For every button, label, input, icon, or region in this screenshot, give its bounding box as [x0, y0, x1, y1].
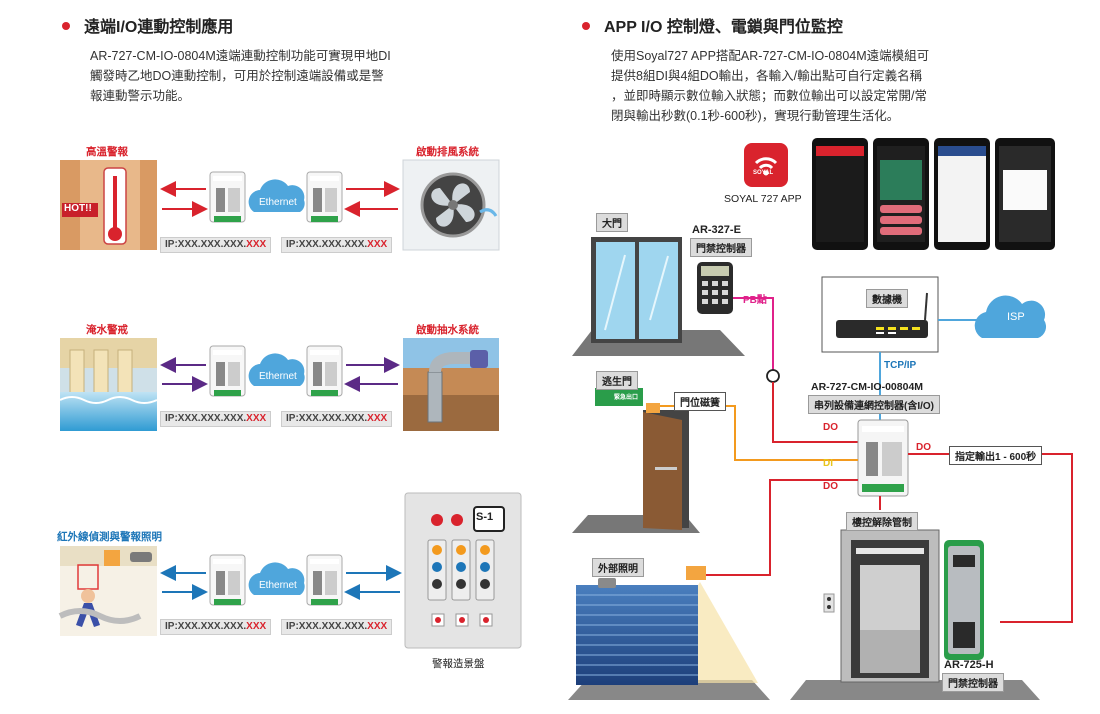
main-door-label: 大門	[596, 213, 628, 232]
row2-ip-left: IP:XXX.XXX.XXX.XXX	[160, 411, 272, 427]
ar725-model: AR-725-H	[944, 659, 994, 671]
pb-label: PB點	[743, 295, 767, 306]
controller-desc: 串列設備連網控制器(含I/O)	[808, 395, 940, 414]
row3-graphics	[58, 492, 522, 649]
row1-left-label: 高溫警報	[86, 146, 128, 158]
ip-suffix: XXX	[246, 413, 267, 424]
reader-model: AR-327-E	[692, 224, 741, 236]
right-desc-line: 閉與輸出秒數(0.1秒-600秒)，實現行動管理生活化。	[611, 109, 900, 123]
left-description: AR-727-CM-IO-0804M遠端連動控制功能可實現甲地DI 觸發時乙地D…	[90, 46, 391, 106]
ip-text: IP:XXX.XXX.XXX.	[286, 621, 368, 632]
row2-cloud-label: Ethernet	[259, 371, 297, 382]
left-controllers	[209, 171, 343, 606]
tcpip-label: TCP/IP	[884, 360, 917, 371]
outdoor-light-label: 外部照明	[592, 558, 644, 577]
pump-pipe-icon	[427, 371, 443, 423]
cloud-icons	[248, 179, 305, 595]
isp-label: ISP	[1007, 311, 1025, 323]
ar725-desc: 門禁控制器	[942, 673, 1004, 692]
ip-suffix: XXX	[367, 239, 388, 250]
ip-text: IP:XXX.XXX.XXX.	[165, 413, 247, 424]
row1-ip-left: IP:XXX.XXX.XXX.XXX	[160, 237, 272, 253]
right-section-title: APP I/O 控制燈、電鎖與門位監控	[582, 13, 843, 37]
exit-sign	[595, 388, 643, 406]
row1-right-label: 啟動排風系統	[416, 146, 479, 158]
right-description: 使用Soyal727 APP搭配AR-727-CM-IO-0804M遠端模組可 …	[611, 46, 929, 126]
left-title-text: 遠端I/O連動控制應用	[84, 19, 234, 36]
left-desc-line: AR-727-CM-IO-0804M遠端連動控制功能可實現甲地DI	[90, 49, 391, 63]
row2-right-label: 啟動抽水系統	[416, 324, 479, 336]
modem-label: 數據機	[866, 289, 908, 308]
ip-suffix: XXX	[246, 621, 267, 632]
exit-sign-text: 緊急出口	[614, 395, 639, 401]
signal-di: DI	[823, 458, 833, 469]
row1-graphics	[60, 159, 500, 251]
row3-ip-right: IP:XXX.XXX.XXX.XXX	[281, 619, 393, 635]
row2-graphics	[59, 338, 499, 431]
left-desc-line: 觸發時乙地DO連動控制，可用於控制遠端設備或是警	[90, 69, 384, 83]
bullet-icon	[582, 21, 590, 30]
escape-door-label: 逃生門	[596, 371, 638, 390]
output-time-label: 指定輸出1 - 600秒	[949, 446, 1043, 465]
escape-door	[643, 412, 682, 530]
controller-model: AR-727-CM-IO-00804M	[811, 381, 924, 393]
row3-ip-left: IP:XXX.XXX.XXX.XXX	[160, 619, 272, 635]
hot-text: HOT!!	[64, 203, 92, 214]
ip-text: IP:XXX.XXX.XXX.	[286, 239, 368, 250]
ip-suffix: XXX	[367, 621, 388, 632]
app-label: SOYAL 727 APP	[724, 193, 802, 205]
right-title-text: APP I/O 控制燈、電鎖與門位監控	[604, 19, 843, 36]
door-sensor-label: 門位磁簧	[674, 392, 726, 411]
panel-badge: S-1	[476, 511, 494, 523]
row2-left-label: 淹水警戒	[86, 324, 128, 336]
right-desc-line: 提供8組DI與4組DO輸出，各輸入/輸出點可自行定義名稱	[611, 69, 923, 83]
row3-left-label: 紅外線偵測與警報照明	[57, 531, 162, 543]
app-icon-text: SOYAL	[753, 170, 774, 176]
row3-cloud-label: Ethernet	[259, 580, 297, 591]
isp-cloud-icon	[974, 295, 1047, 338]
ip-suffix: XXX	[246, 239, 267, 250]
reader-desc: 門禁控制器	[690, 238, 752, 257]
ip-text: IP:XXX.XXX.XXX.	[165, 239, 247, 250]
row3-right-label: 警報造景盤	[432, 658, 485, 670]
ip-text: IP:XXX.XXX.XXX.	[165, 621, 247, 632]
signal-do-3: DO	[916, 442, 931, 453]
row1-ip-right: IP:XXX.XXX.XXX.XXX	[281, 237, 393, 253]
row1-cloud-label: Ethernet	[259, 197, 297, 208]
camera-icon	[130, 552, 152, 562]
elevator-label: 樓控解除管制	[846, 512, 918, 531]
left-desc-line: 報連動警示功能。	[90, 89, 191, 103]
ip-suffix: XXX	[367, 413, 388, 424]
bullet-icon	[62, 21, 70, 30]
signal-do-2: DO	[823, 481, 838, 492]
right-desc-line: ，並即時顯示數位輸入狀態；而數位輸出可以設定常開/常	[611, 89, 927, 103]
right-desc-line: 使用Soyal727 APP搭配AR-727-CM-IO-0804M遠端模組可	[611, 49, 930, 63]
phone-screens	[812, 138, 1055, 250]
signal-do-1: DO	[823, 422, 838, 433]
light-icon	[686, 566, 706, 580]
left-section-title: 遠端I/O連動控制應用	[62, 13, 233, 37]
ip-text: IP:XXX.XXX.XXX.	[286, 413, 368, 424]
row2-ip-right: IP:XXX.XXX.XXX.XXX	[281, 411, 393, 427]
